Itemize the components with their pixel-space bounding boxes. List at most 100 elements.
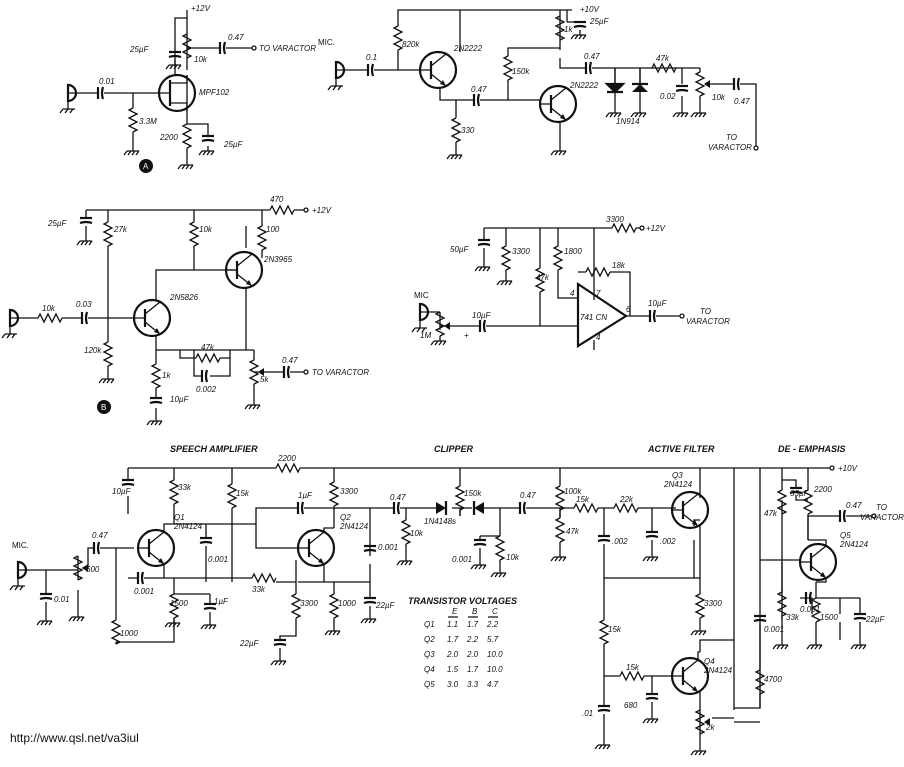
sec-clipper: CLIPPER [434, 444, 474, 454]
b-marker: B [101, 403, 106, 412]
m-q2-res-b: 1000 [338, 599, 356, 608]
m-supply: +10V [838, 464, 858, 473]
m-de-cap-b: 0.47 [846, 501, 862, 510]
m-q2-bypass: 22µF [375, 601, 396, 610]
vt-cell-q: Q4 [424, 665, 435, 674]
m-clip-res-top: 150k [464, 489, 482, 498]
m-q1-emit-res: 1500 [170, 599, 188, 608]
op-out-label-1: TO [700, 307, 711, 316]
m-f-res3: 15k [608, 625, 622, 634]
m-f-cap1: .002 [612, 537, 628, 546]
op-mic: MIC [414, 291, 429, 300]
m-couple-cap: 1µF [298, 491, 313, 500]
op-supply: +12V [646, 224, 666, 233]
m-clip-res-b: 10k [506, 553, 520, 562]
m-q2-label-1: Q2 [340, 513, 351, 522]
sec-deemph: DE - EMPHASIS [778, 444, 846, 454]
ts-supply-cap: 25µF [589, 17, 610, 26]
b-fb-res: 47k [201, 343, 215, 352]
b-emitter-cap: 10µF [170, 395, 190, 404]
op-bypass-cap: 50µF [450, 245, 470, 254]
b-supply-res: 470 [270, 195, 284, 204]
b-bias-bottom: 120k [84, 346, 102, 355]
m-cap-q5: 0.001 [800, 605, 820, 614]
m-out-label-1: TO [876, 503, 887, 512]
circuit-two-stage: MIC. +10V 0.1 820k 2N2222 330 [318, 5, 759, 160]
m-fb-res: 33k [252, 585, 266, 594]
b-in-res: 10k [42, 304, 56, 313]
m-q1-coll: 33k [178, 483, 192, 492]
b-out-label: TO VARACTOR [312, 368, 369, 377]
m-q5-label-2: 2N4124 [839, 540, 869, 549]
m-f-cap2: .002 [660, 537, 676, 546]
b-q2: 2N3965 [263, 255, 293, 264]
m-f-cap3: .01 [582, 709, 593, 718]
m-q2-emit-cap: 0.001 [378, 543, 398, 552]
m-f-res1: 15k [576, 495, 590, 504]
op-div-a: 3300 [512, 247, 530, 256]
op-fb-res: 18k [612, 261, 626, 270]
b-pot: 5k [260, 375, 269, 384]
m-q3-label-2: 2N4124 [663, 480, 693, 489]
a-source-cap: 25µF [223, 140, 244, 149]
m-clip-cap-out: 0.47 [520, 491, 536, 500]
m-q1-label-1: Q1 [174, 513, 185, 522]
vt-cell-e: 3.0 [447, 680, 459, 689]
ts-in-cap: 0.1 [366, 53, 377, 62]
a-gate-res: 3.3M [139, 117, 157, 126]
op-pin-6: 6 [626, 305, 631, 314]
m-de-cap-c: 0.001 [764, 625, 784, 634]
vt-cell-e: 2.0 [446, 650, 459, 659]
ts-feedback-res: 150k [512, 67, 530, 76]
ts-q2: 2N2222 [569, 81, 599, 90]
vt-cell-b: 1.7 [467, 665, 479, 674]
m-de-res-b: 2200 [813, 485, 832, 494]
a-marker: A [143, 162, 149, 171]
vt-cell-c: 2.2 [486, 620, 499, 629]
vt-cell-c: 10.0 [487, 665, 503, 674]
b-out-cap: 0.47 [282, 356, 298, 365]
vt-cell-q: Q3 [424, 650, 435, 659]
vt-cell-q: Q1 [424, 620, 435, 629]
vt-h-e: E [452, 607, 458, 616]
ts-pot: 10k [712, 93, 726, 102]
op-pin-4a: 4 [570, 289, 575, 298]
b-supply: +12V [312, 206, 332, 215]
a-drain-pot: 10k [194, 55, 208, 64]
ts-out-cap1: 0.47 [584, 52, 600, 61]
vt-cell-b: 1.7 [467, 620, 479, 629]
op-out-label-2: VARACTOR [686, 317, 730, 326]
m-de-res-d: 33k [786, 613, 800, 622]
ts-diodes: 1N914 [616, 117, 640, 126]
m-supply-res: 2200 [277, 454, 296, 463]
op-pin-res: 1800 [564, 247, 582, 256]
ts-bias-res: 820k [402, 40, 420, 49]
m-de-res-a: 47k [764, 509, 778, 518]
m-q3-emit-res: 3300 [704, 599, 722, 608]
ts-out-cap2: 0.47 [734, 97, 750, 106]
m-in-shunt: 0.01 [54, 595, 70, 604]
vt-cell-c: 10.0 [487, 650, 503, 659]
vt-cell-c: 5.7 [487, 635, 499, 644]
m-in-cap: 0.47 [92, 531, 108, 540]
vt-cell-c: 4.7 [487, 680, 499, 689]
a-out-label: TO VARACTOR [259, 44, 316, 53]
op-in-cap: 10µF [472, 311, 492, 320]
footer-url[interactable]: http://www.qsl.net/va3iul [10, 731, 139, 745]
ts-q1: 2N2222 [453, 44, 483, 53]
m-q1-label-2: 2N4124 [173, 522, 203, 531]
vt-cell-e: 1.5 [447, 665, 459, 674]
m-q4-pot: 2k [705, 723, 715, 732]
m-div-top: 100k [564, 487, 582, 496]
a-source-res: 2200 [159, 133, 178, 142]
vt-cell-b: 2.0 [466, 650, 479, 659]
ts-coupling-cap: 0.47 [471, 85, 487, 94]
vt-cell-b: 2.2 [466, 635, 479, 644]
circuit-b: 470 +12V 25µF 27k 10k 100 2N3965 10k 0.0… [0, 195, 369, 426]
m-q4-label-2: 2N4124 [703, 666, 733, 675]
m-q2-coll: 3300 [340, 487, 358, 496]
m-f-cap4: 680 [624, 701, 638, 710]
m-q1-bypass: 10µF [112, 487, 132, 496]
m-f-res4: 15k [626, 663, 640, 672]
